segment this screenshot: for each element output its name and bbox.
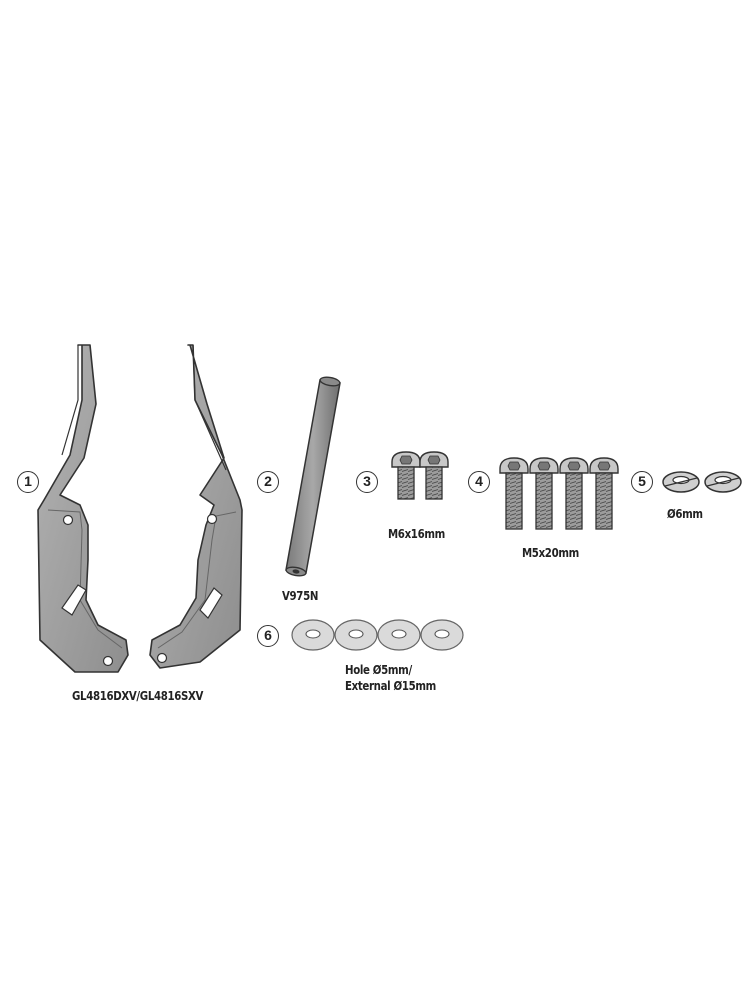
part-label-6-line2: External Ø15mm bbox=[345, 679, 436, 693]
part-number-1: 1 bbox=[17, 471, 39, 493]
screw-m6-a bbox=[391, 451, 421, 500]
flat-washer-c bbox=[377, 619, 421, 651]
part-label-5: Ø6mm bbox=[667, 507, 703, 521]
bracket-right bbox=[149, 344, 243, 669]
bracket-left bbox=[37, 344, 129, 673]
screw-m5-b bbox=[529, 457, 559, 530]
lock-washer-a bbox=[662, 471, 700, 493]
flat-washer-d bbox=[420, 619, 464, 651]
part-label-2: V975N bbox=[282, 589, 319, 603]
screw-m5-c bbox=[559, 457, 589, 530]
flat-washer-b bbox=[334, 619, 378, 651]
part-label-6-line1: Hole Ø5mm/ bbox=[345, 663, 412, 677]
screw-m5-a bbox=[499, 457, 529, 530]
part-number-5: 5 bbox=[631, 471, 653, 493]
part-label-3: M6x16mm bbox=[388, 527, 445, 541]
screw-m6-b bbox=[419, 451, 449, 500]
part-label-1: GL4816DXV/GL4816SXV bbox=[72, 689, 204, 703]
flat-washer-a bbox=[291, 619, 335, 651]
part-number-2: 2 bbox=[257, 471, 279, 493]
lock-washer-b bbox=[704, 471, 742, 493]
part-label-4: M5x20mm bbox=[522, 546, 579, 560]
screw-m5-d bbox=[589, 457, 619, 530]
part-number-3: 3 bbox=[356, 471, 378, 493]
spacer-tube bbox=[285, 376, 341, 577]
part-number-6: 6 bbox=[257, 625, 279, 647]
part-number-4: 4 bbox=[468, 471, 490, 493]
